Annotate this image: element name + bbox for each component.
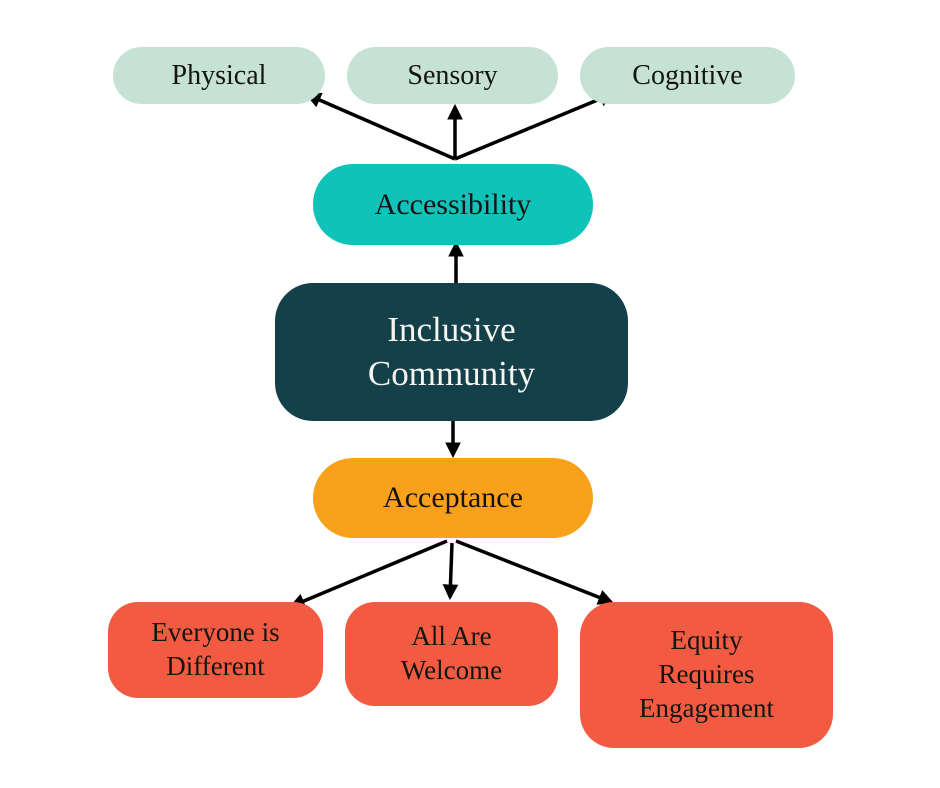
edge-accessibility-physical [305, 92, 456, 161]
node-cognitive: Cognitive [580, 47, 795, 104]
node-acceptance: Acceptance [313, 458, 593, 538]
node-everyone-is-different: Everyone is Different [108, 602, 323, 698]
edge-acceptance-everyone [289, 539, 448, 609]
node-all-are-welcome: All Are Welcome [345, 602, 558, 706]
node-inclusive-community: Inclusive Community [275, 283, 628, 421]
edge-acceptance-equity [455, 539, 614, 605]
node-accessibility: Accessibility [313, 164, 593, 245]
node-sensory: Sensory [347, 47, 558, 104]
node-equity-requires-engagement: Equity Requires Engagement [580, 602, 833, 748]
edge-acceptance-welcome [442, 542, 459, 601]
node-physical: Physical [113, 47, 325, 104]
